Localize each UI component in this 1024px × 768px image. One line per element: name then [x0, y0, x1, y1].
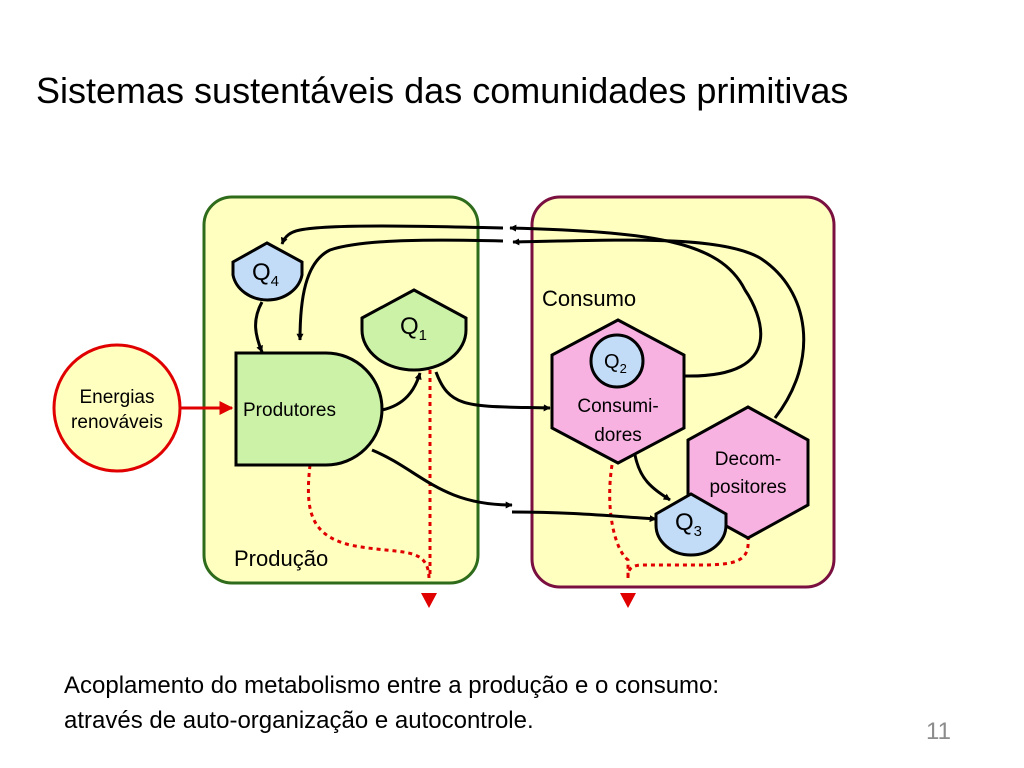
flow-q1-to-consumers — [434, 371, 551, 412]
slide-title: Sistemas sustentáveis das comunidades pr… — [36, 70, 849, 111]
heat-sink-arrow-left — [421, 593, 437, 608]
consumers-label-line2: dores — [594, 425, 642, 446]
store-q1-label: Q1 — [400, 313, 427, 344]
producers-label: Produtores — [243, 400, 336, 421]
flow-q4-to-producers — [254, 301, 264, 353]
decomposers-label-line1: Decom- — [715, 449, 782, 470]
feedback-line-to-q4 — [280, 224, 504, 245]
flow-to-q3 — [511, 510, 657, 523]
feedback-line-to-producers — [296, 238, 504, 341]
consumers-node — [550, 318, 686, 465]
decomposers-label-line2: positores — [709, 477, 786, 498]
consumers-label-line1: Consumi- — [577, 396, 658, 417]
flow-consumers-to-q3 — [633, 454, 671, 502]
caption-line-2: através de auto-organização e autocontro… — [64, 707, 534, 734]
caption-line-1: Acoplamento do metabolismo entre a produ… — [64, 672, 720, 699]
caption: Acoplamento do metabolismo entre a produ… — [64, 668, 719, 738]
production-label: Produção — [234, 546, 328, 571]
store-q2 — [589, 333, 645, 389]
heat-flow-consumers — [608, 464, 630, 578]
store-q4-label: Q4 — [252, 259, 279, 290]
decomposers-node — [686, 405, 810, 540]
slide-number: 11 — [926, 718, 951, 745]
heat-flow-producers — [306, 464, 431, 579]
store-q4 — [231, 241, 304, 302]
flow-producers-to-q1 — [381, 372, 422, 412]
heat-sink-arrow-right — [620, 593, 636, 608]
heat-flow-decomposers — [626, 535, 750, 579]
store-q3-label: Q3 — [675, 509, 702, 540]
store-q2-label: Q2 — [604, 351, 627, 376]
energy-source-label-line1: Energias — [80, 387, 155, 408]
energy-source-label-line2: renováveis — [71, 412, 163, 433]
consumption-label: Consumo — [542, 286, 636, 311]
feedback-decomposers-to-producers — [512, 238, 806, 419]
feedback-consumers-to-q4 — [509, 224, 763, 378]
energy-source-circle — [52, 343, 182, 473]
store-q1 — [360, 288, 468, 372]
producers-node — [234, 351, 384, 467]
flow-producers-to-q3 — [371, 448, 513, 509]
store-q3 — [654, 492, 728, 557]
